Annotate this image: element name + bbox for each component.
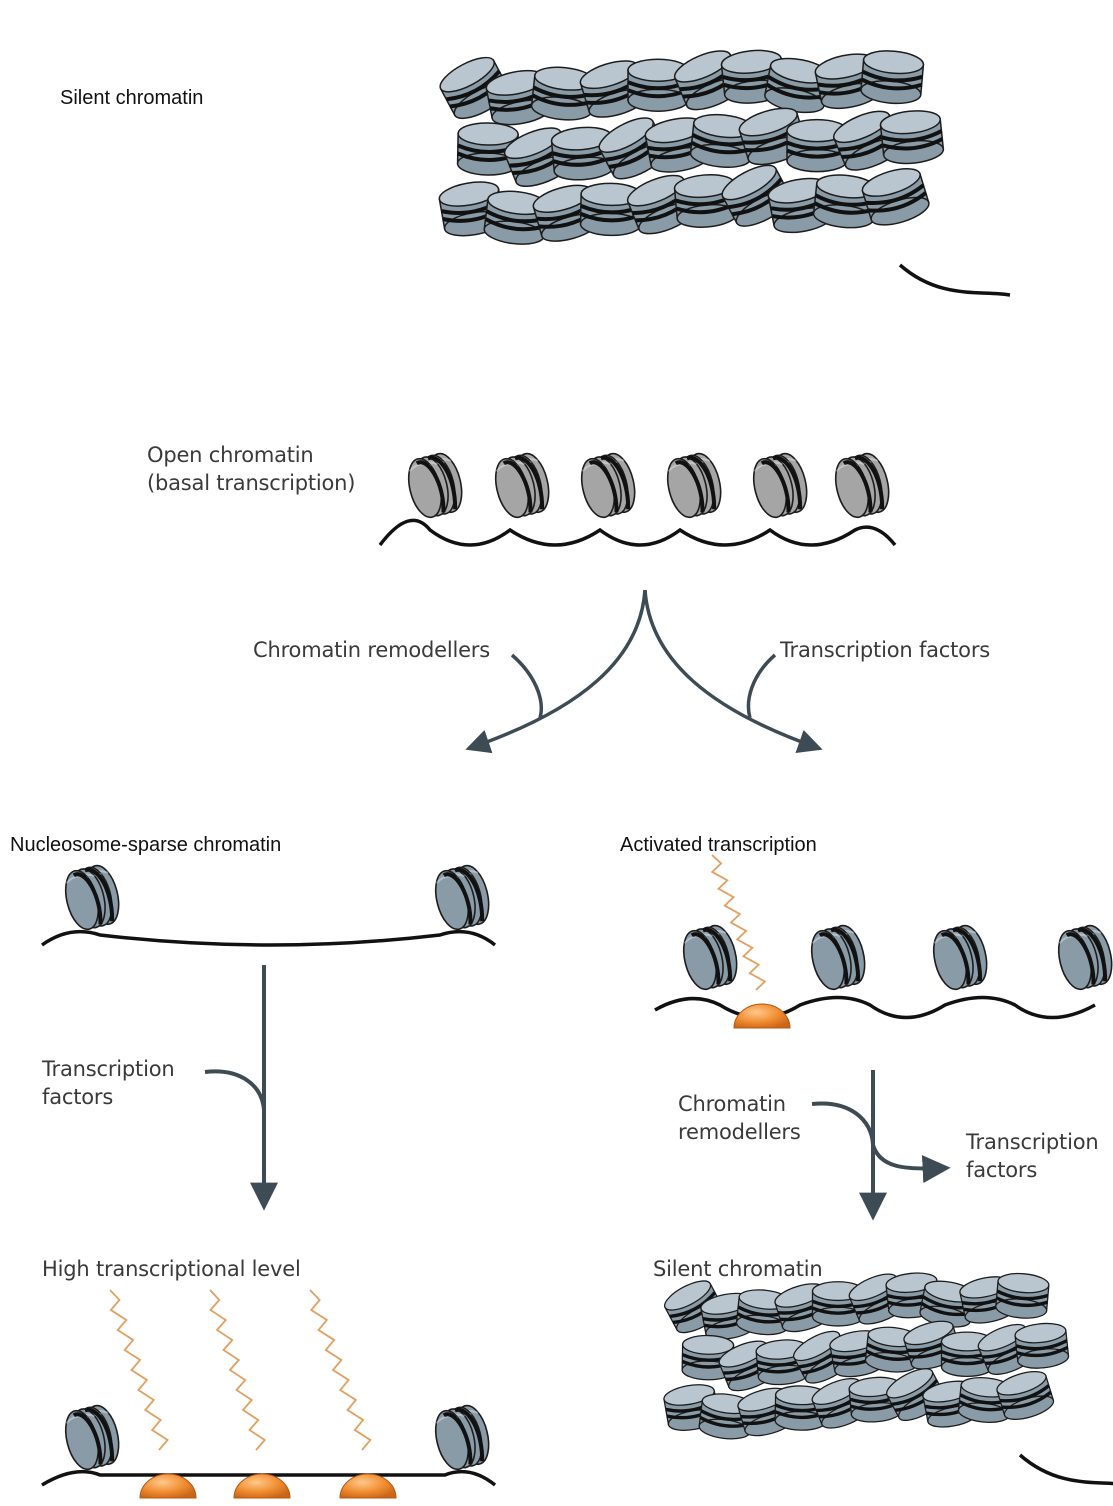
activated-dna xyxy=(655,998,1095,1018)
open-nucleosome-2 xyxy=(576,450,640,521)
right-branch-arrow xyxy=(645,590,818,748)
activated-nucleosome-1 xyxy=(806,922,870,993)
silent-top-nucleosome-9 xyxy=(860,49,924,106)
right-remod-feed-line xyxy=(812,1103,873,1145)
silent-chromatin-fiber-bottom xyxy=(661,1269,1113,1485)
activated-transcription-factor xyxy=(734,1004,790,1028)
basal-transcription-label: (basal transcription) xyxy=(147,471,355,495)
left-down-arrow xyxy=(205,965,264,1205)
right-tf-out-arrow xyxy=(873,1145,945,1169)
silent-chromatin-bottom-label: Silent chromatin xyxy=(653,1257,823,1281)
open-chromatin-fiber xyxy=(380,450,895,545)
open-nucleosome-4 xyxy=(748,450,812,521)
silent-bottom-nucleosome-19 xyxy=(1014,1321,1069,1370)
high-transcription-factor-1 xyxy=(234,1474,290,1498)
chromatin-remodellers-label: Chromatin remodellers xyxy=(253,638,490,662)
high-nucleosome-1 xyxy=(430,1402,494,1473)
split-arrows xyxy=(470,590,818,748)
nucleosome-sparse-fiber xyxy=(42,862,495,945)
high-transcription-label: High transcriptional level xyxy=(42,1257,301,1281)
activated-transcription-label: Activated transcription xyxy=(620,834,817,857)
right-down-arrow xyxy=(812,1070,945,1215)
silent-top-nucleosome-19 xyxy=(879,108,944,166)
activated-nucleosome-2 xyxy=(928,922,992,993)
high-transcript-0 xyxy=(110,1290,168,1450)
high-nucleosome-0 xyxy=(60,1402,124,1473)
right-tf-label-line1: Transcription xyxy=(966,1130,1098,1154)
right-remod-label-line2: remodellers xyxy=(678,1120,801,1144)
silent-chromatin-fiber-top xyxy=(436,45,1010,295)
silent-top-dna-tail xyxy=(900,265,1010,295)
open-nucleosome-1 xyxy=(490,450,554,521)
open-chromatin-label: Open chromatin xyxy=(147,443,314,467)
left-tf-feed-line xyxy=(205,1071,264,1110)
right-remod-label-line1: Chromatin xyxy=(678,1092,786,1116)
activated-transcription-fiber xyxy=(655,855,1113,1028)
open-nucleosome-5 xyxy=(830,450,894,521)
silent-bottom-nucleosome-9 xyxy=(995,1272,1050,1320)
nucleosome-sparse-label: Nucleosome-sparse chromatin xyxy=(10,834,281,857)
high-transcript-2 xyxy=(310,1290,370,1450)
silent-chromatin-top-label: Silent chromatin xyxy=(60,87,203,110)
activated-nucleosome-0 xyxy=(678,922,742,993)
open-nucleosome-3 xyxy=(662,450,726,521)
left-branch-arrow xyxy=(470,590,645,748)
silent-bottom-dna-tail xyxy=(1020,1455,1113,1485)
high-transcription-factor-0 xyxy=(140,1474,196,1498)
tf-feed-line xyxy=(748,655,775,718)
open-dna xyxy=(380,520,895,545)
sparse-nucleosome-1 xyxy=(430,862,494,933)
right-tf-label-line2: factors xyxy=(966,1158,1037,1182)
left-tf-label-line1: Transcription xyxy=(42,1057,174,1081)
open-nucleosome-0 xyxy=(403,450,467,521)
high-transcript-1 xyxy=(210,1290,265,1450)
sparse-dna xyxy=(42,932,495,945)
left-tf-label-line2: factors xyxy=(42,1085,113,1109)
transcription-factors-label: Transcription factors xyxy=(780,638,990,662)
high-transcription-factor-2 xyxy=(340,1474,396,1498)
sparse-nucleosome-0 xyxy=(60,862,124,933)
activated-nucleosome-3 xyxy=(1053,922,1113,993)
remodellers-feed-line xyxy=(512,655,541,718)
high-transcription-fiber xyxy=(42,1290,495,1498)
